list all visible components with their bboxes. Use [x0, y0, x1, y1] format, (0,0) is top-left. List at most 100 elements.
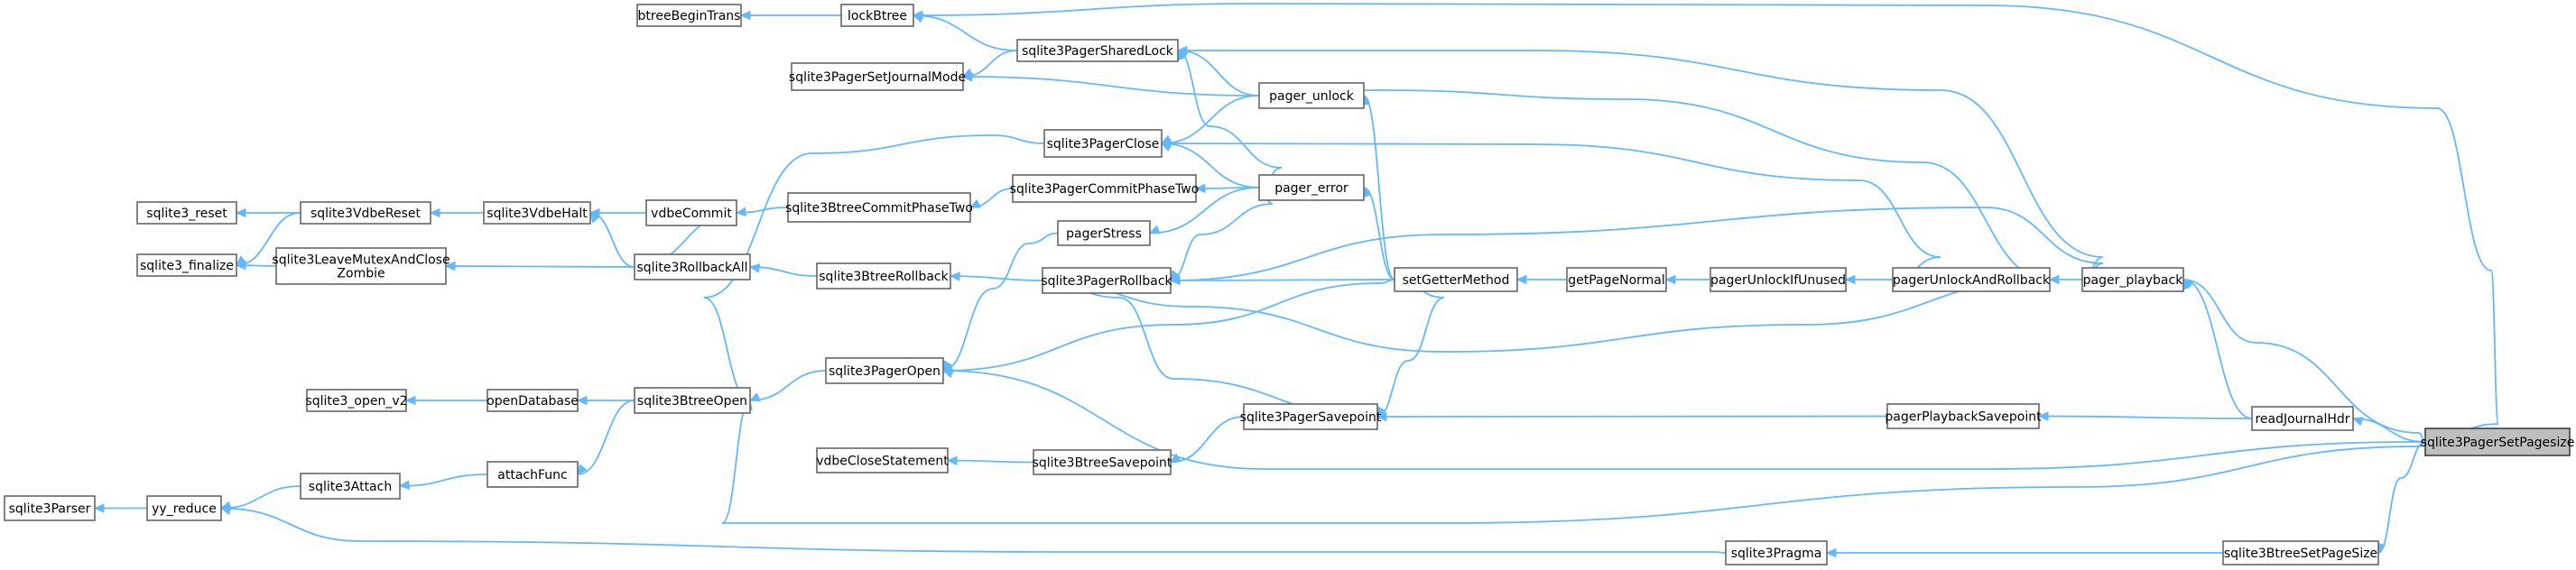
node-sqlite3-btree-savepoint[interactable]: sqlite3BtreeSavepoint: [1033, 449, 1172, 475]
node-sqlite3-pager-set-pagesize[interactable]: sqlite3PagerSetPagesize: [2421, 428, 2575, 456]
node-read-journal-hdr[interactable]: readJournalHdr: [2251, 406, 2354, 431]
edge-sqlite3-btree-commit-phase-two-to-sqlite3-pager-commit-phase-two: [968, 188, 1014, 208]
node-pager-unlock-and-rollback[interactable]: pagerUnlockAndRollback: [1892, 267, 2051, 292]
node-sqlite3-pager-shared-lock[interactable]: sqlite3PagerSharedLock: [1016, 39, 1179, 62]
node-set-getter-method[interactable]: setGetterMethod: [1394, 267, 1518, 292]
node-label: sqlite3BtreeSavepoint: [1033, 456, 1172, 471]
node-sqlite3-pager-open[interactable]: sqlite3PagerOpen: [825, 357, 944, 384]
node-sqlite3-rollback-all[interactable]: sqlite3RollbackAll: [634, 253, 751, 280]
node-label: sqlite3PagerRollback: [1041, 274, 1172, 289]
edge-sqlite3-pager-shared-lock-to-pager-error: [1177, 49, 1283, 188]
node-box: [787, 192, 971, 223]
node-sqlite3-reset[interactable]: sqlite3_reset: [136, 201, 237, 225]
node-vdbe-commit[interactable]: vdbeCommit: [645, 199, 737, 226]
arrowhead-icon: [429, 207, 440, 218]
node-sqlite3-pager-savepoint[interactable]: sqlite3PagerSavepoint: [1240, 403, 1382, 430]
node-vdbe-close-statement[interactable]: vdbeCloseStatement: [816, 447, 949, 473]
node-yy-reduce[interactable]: yy_reduce: [146, 495, 222, 521]
edge-sqlite3-pager-open-to-sqlite3-pager-set-pagesize: [941, 369, 2425, 470]
arrowhead-icon: [961, 72, 973, 82]
edge-sqlite3-btree-rollback-to-sqlite3-pager-rollback: [949, 271, 1043, 281]
node-sqlite3-parser[interactable]: sqlite3Parser: [4, 495, 96, 521]
edge-line: [2182, 279, 2253, 419]
edge-line: [1170, 207, 2104, 281]
node-box: [1725, 540, 1828, 565]
edge-vdbe-commit-to-sqlite3-btree-commit-phase-two: [735, 207, 789, 217]
node-label: Zombie: [337, 267, 385, 281]
node-pager-playback[interactable]: pager_playback: [2081, 267, 2184, 292]
edge-yy-reduce-to-sqlite3-attach: [219, 485, 301, 510]
node-sqlite3-btree-open[interactable]: sqlite3BtreeOpen: [634, 387, 751, 414]
node-box: [2251, 406, 2354, 431]
node-box: [4, 495, 96, 521]
node-sqlite3-pager-rollback[interactable]: sqlite3PagerRollback: [1041, 267, 1173, 294]
edge-sqlite3-pager-set-journal-mode-to-sqlite3-pager-shared-lock: [961, 50, 1018, 78]
edge-line: [913, 3, 2499, 443]
arrowhead-icon: [1194, 183, 1206, 194]
node-box: [1394, 267, 1518, 292]
node-sqlite3-btree-rollback[interactable]: sqlite3BtreeRollback: [816, 262, 951, 290]
node-label: sqlite3VdbeReset: [310, 207, 422, 221]
edge-line: [1177, 50, 1283, 188]
edge-sqlite3-pager-set-journal-mode-to-pager-unlock: [961, 72, 1260, 97]
edge-vdbe-close-statement-to-sqlite3-btree-savepoint: [946, 455, 1034, 465]
edge-set-getter-method-to-get-page-normal: [1515, 274, 1567, 285]
node-open-database[interactable]: openDatabase: [486, 389, 579, 412]
arrowhead-icon: [577, 464, 588, 475]
node-sqlite3-vdbe-reset[interactable]: sqlite3VdbeReset: [300, 201, 431, 225]
arrowhead-icon: [589, 212, 600, 224]
node-label: vdbeCloseStatement: [816, 455, 949, 469]
node-sqlite3-open-v2[interactable]: sqlite3_open_v2: [305, 389, 408, 412]
node-get-page-normal[interactable]: getPageNormal: [1566, 267, 1667, 292]
node-sqlite3-btree-commit-phase-two[interactable]: sqlite3BtreeCommitPhaseTwo: [785, 192, 973, 223]
node-sqlite3-pragma[interactable]: sqlite3Pragma: [1725, 540, 1828, 565]
nodes-layer: btreeBeginTrans lockBtree sqlite3PagerShar…: [4, 4, 2575, 565]
node-box: [1033, 449, 1172, 475]
node-btree-begin-trans[interactable]: btreeBeginTrans: [636, 4, 742, 27]
edge-line: [1178, 50, 2104, 280]
edge-sqlite3-vdbe-reset-to-sqlite3-vdbe-halt: [429, 207, 484, 218]
node-sqlite3-pager-commit-phase-two[interactable]: sqlite3PagerCommitPhaseTwo: [1010, 174, 1200, 203]
node-pager-playback-savepoint[interactable]: pagerPlaybackSavepoint: [1885, 403, 2042, 429]
node-label: sqlite3BtreeOpen: [637, 394, 747, 409]
edge-line: [1258, 89, 2051, 280]
node-label: pager_playback: [2083, 273, 2184, 288]
node-box: [825, 357, 944, 384]
node-label: btreeBeginTrans: [638, 9, 741, 23]
node-attach-func[interactable]: attachFunc: [486, 461, 579, 488]
node-lock-btree[interactable]: lockBtree: [840, 4, 914, 27]
arrowhead-icon: [576, 395, 588, 406]
node-sqlite3-finalize[interactable]: sqlite3_finalize: [136, 253, 237, 277]
edge-line: [399, 473, 488, 487]
edge-line: [942, 279, 1395, 372]
node-label: sqlite3_open_v2: [305, 394, 407, 409]
node-label: sqlite3PagerSharedLock: [1022, 44, 1174, 59]
node-box: [1258, 174, 1365, 201]
edge-line: [1042, 280, 1378, 418]
edge-line: [2182, 279, 2426, 443]
node-label: sqlite3PagerClose: [1047, 137, 1160, 152]
node-pager-unlock-if-unused[interactable]: pagerUnlockIfUnused: [1710, 267, 1847, 292]
node-sqlite3-attach[interactable]: sqlite3Attach: [300, 473, 401, 500]
edge-line: [947, 459, 1034, 464]
node-box: [2222, 540, 2379, 565]
node-pager-stress[interactable]: pagerStress: [1057, 220, 1151, 246]
node-label: sqlite3PagerSetPagesize: [2421, 436, 2575, 450]
arrowhead-icon: [1515, 274, 1527, 285]
node-sqlite3-pager-close[interactable]: sqlite3PagerClose: [1043, 129, 1163, 158]
node-box: [275, 247, 447, 285]
node-label: sqlite3_reset: [146, 207, 227, 221]
node-box: [306, 389, 407, 412]
node-box: [136, 253, 237, 277]
node-sqlite3-pager-set-journal-mode[interactable]: sqlite3PagerSetJournalMode: [789, 62, 966, 91]
node-box: [1258, 82, 1365, 109]
edge-lock-btree-to-sqlite3-pager-set-pagesize: [912, 3, 2499, 443]
edge-sqlite3-pager-close-to-pager-unlock-and-rollback: [1160, 138, 1941, 280]
node-pager-unlock[interactable]: pager_unlock: [1258, 82, 1365, 109]
node-sqlite3-btree-set-page-size[interactable]: sqlite3BtreeSetPageSize: [2222, 540, 2379, 565]
node-sqlite3-vdbe-halt[interactable]: sqlite3VdbeHalt: [483, 201, 591, 225]
node-pager-error[interactable]: pager_error: [1258, 174, 1365, 201]
node-label: sqlite3RollbackAll: [636, 261, 747, 275]
edge-pager-unlock-and-rollback-to-pager-unlock: [1258, 89, 2051, 280]
